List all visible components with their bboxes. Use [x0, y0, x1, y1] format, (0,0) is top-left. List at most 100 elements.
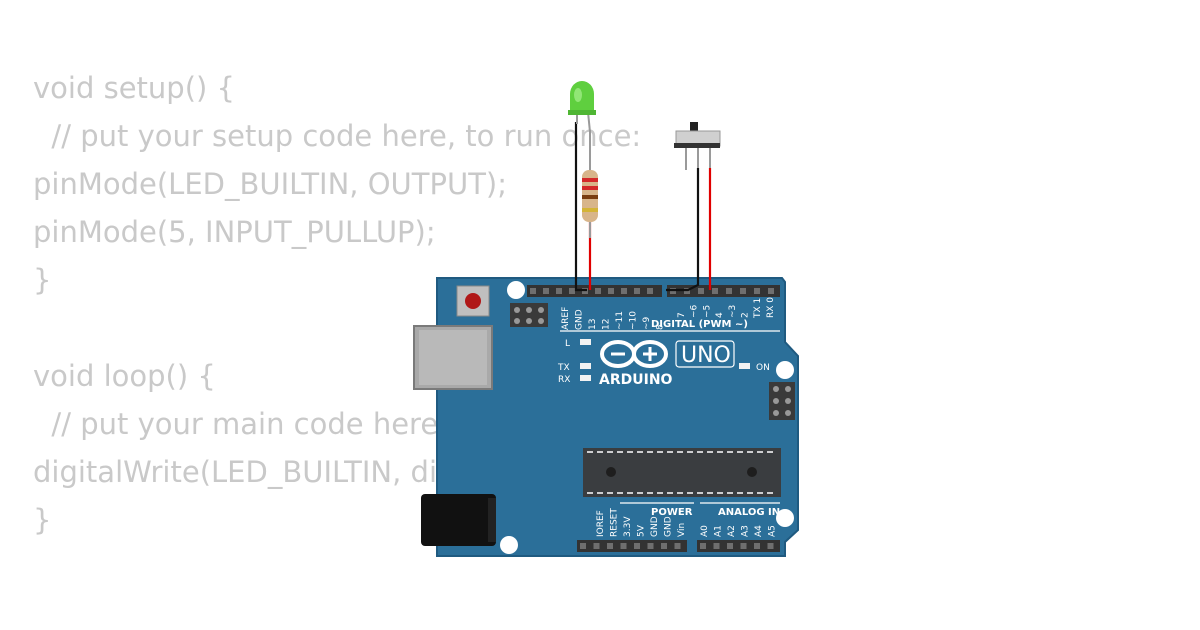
pin-label: A1 — [714, 525, 724, 537]
rx-label: RX — [558, 375, 570, 385]
pin-label: A2 — [727, 525, 737, 537]
pin-label: 3.3V — [623, 516, 633, 537]
digital-header-label: DIGITAL (PWM ~) — [651, 319, 748, 330]
digital-header — [527, 285, 780, 297]
l-led — [580, 339, 591, 345]
model-label: UNO — [681, 343, 731, 368]
header-pin — [740, 288, 746, 294]
microcontroller-chip — [583, 448, 781, 497]
pin-label: GND — [650, 516, 660, 537]
switch-gnd-wire — [666, 168, 700, 292]
pin-label: ~3 — [728, 305, 738, 318]
power-label: POWER — [651, 507, 693, 518]
rx-led — [580, 375, 591, 381]
pin-label: 12 — [602, 319, 612, 330]
slide-switch — [674, 122, 721, 170]
pin-label: AREF — [561, 307, 571, 330]
header-pin — [674, 543, 681, 549]
uno-badge — [675, 340, 735, 368]
tx-led — [580, 363, 591, 369]
header-pin — [754, 543, 760, 549]
header-pin — [556, 288, 562, 294]
pin-label: A4 — [754, 525, 764, 537]
header-pin — [593, 543, 600, 549]
on-label: ON — [756, 363, 770, 373]
code-line: void loop() { — [33, 359, 216, 393]
header-pin — [661, 543, 667, 549]
pin-label: ~9 — [642, 316, 652, 330]
code-line: pinMode(5, INPUT_PULLUP); — [33, 215, 436, 249]
icsp-header — [510, 303, 548, 327]
header-pin — [530, 288, 536, 294]
pin-label: GND — [664, 516, 674, 537]
pin-label: 13 — [588, 319, 598, 330]
pin-label: ~6 — [690, 304, 700, 318]
l-label: L — [565, 339, 570, 349]
mounting-hole — [776, 361, 794, 379]
header-pin — [740, 543, 747, 549]
on-led — [739, 363, 750, 369]
pin-label: ~5 — [702, 305, 712, 318]
pin-label: A5 — [768, 525, 778, 537]
pin-label: ~10 — [629, 311, 639, 330]
pin-label: IOREF — [596, 510, 606, 537]
header-pin — [634, 288, 640, 294]
header-pin — [713, 543, 720, 549]
header-pin — [767, 543, 774, 549]
header-pin — [698, 288, 704, 294]
pin-label: 5V — [637, 524, 647, 537]
mounting-hole — [776, 509, 794, 527]
pin-label: RX 0 — [766, 297, 776, 318]
resistor — [582, 160, 598, 222]
pin-label: 8 — [656, 324, 666, 330]
pin-label: 4 — [715, 312, 725, 318]
mounting-hole — [507, 281, 525, 299]
pin-label: 2 — [741, 312, 751, 318]
code-line: } — [33, 263, 52, 297]
power-header — [577, 540, 687, 552]
pin-label: Vin — [677, 523, 687, 537]
header-pin — [580, 543, 586, 549]
header-pin — [608, 288, 614, 294]
header-pin — [620, 543, 627, 549]
pin-label: ~11 — [615, 311, 625, 330]
pin-label: A0 — [700, 525, 710, 537]
tx-label: TX — [557, 363, 570, 373]
header-pin — [727, 543, 733, 549]
header-pin — [569, 288, 575, 294]
pin-label: TX 1 — [753, 298, 763, 319]
header-pin — [712, 288, 718, 294]
arduino-logo-icon — [600, 340, 668, 368]
icsp-header-right — [769, 382, 795, 420]
header-pin — [647, 288, 653, 294]
header-pin — [621, 288, 627, 294]
pin-label: GND — [575, 309, 585, 330]
header-pin — [726, 288, 732, 294]
led-gnd-wire — [574, 122, 587, 292]
header-pin — [700, 543, 706, 549]
pin-label: 7 — [677, 312, 687, 318]
analog-label: ANALOG IN — [718, 507, 780, 518]
analog-header — [697, 540, 780, 552]
mounting-hole — [500, 536, 518, 554]
brand-label: ARDUINO — [599, 372, 673, 388]
code-line: } — [33, 503, 52, 537]
header-pin — [595, 288, 601, 294]
header-pin — [607, 543, 613, 549]
green-led — [568, 81, 596, 133]
header-pin — [647, 543, 654, 549]
header-pin — [768, 288, 774, 294]
power-jack — [421, 494, 496, 546]
code-line: // put your setup code here, to run once… — [33, 119, 642, 153]
header-pin — [754, 288, 760, 294]
header-pin — [543, 288, 549, 294]
header-pin — [634, 543, 640, 549]
code-line: pinMode(LED_BUILTIN, OUTPUT); — [33, 167, 507, 201]
pin-label: A3 — [741, 525, 751, 537]
code-line: void setup() { — [33, 71, 235, 105]
pin-label: RESET — [610, 508, 620, 537]
